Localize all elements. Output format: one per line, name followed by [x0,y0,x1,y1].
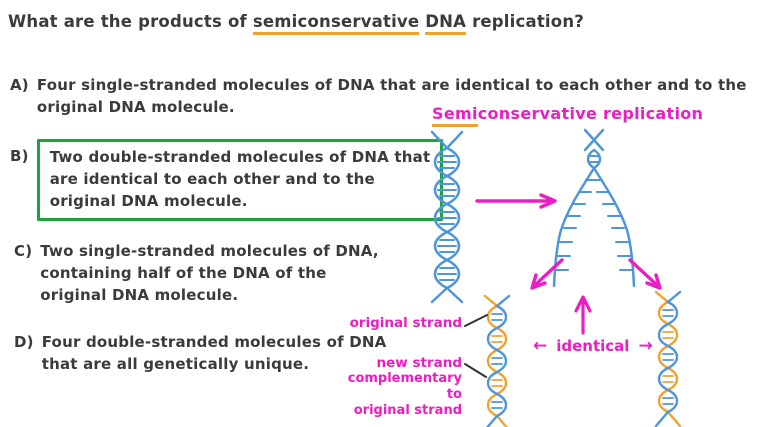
question-part1: What are the products of [8,12,253,31]
rungs-blue [491,313,503,409]
pointer-line-new-strand [464,363,487,378]
underlined-term-semiconservative: semiconservative [252,12,420,35]
option-c-line3: original DNA molecule. [40,286,239,304]
option-a-line2: original DNA molecule. [36,98,235,116]
option-b-correct-answer-box: Two double-stranded molecules of DNA tha… [36,139,444,221]
rungs-orange [662,331,674,383]
option-a-text: Four single-stranded molecules of DNA th… [37,74,747,118]
fork-top-cross [583,128,605,152]
diagram-title: Semiconservative replication [432,104,704,127]
new-strand-label: new strand complementary to original str… [336,355,462,419]
underlined-term-dna: DNA [425,12,467,35]
helix-strand-1 [430,130,464,304]
new-strand-orange [483,294,509,427]
rungs-blue [662,309,674,405]
pointer-line-original-strand [464,314,488,327]
question-text: What are the products of semiconservativ… [8,12,585,35]
fork-twist-rungs [588,155,600,163]
arrow-left-icon: ← [533,336,548,356]
option-c-line2: containing half of the DNA of the [40,264,327,282]
option-a[interactable]: A) Four single-stranded molecules of DNA… [10,74,747,118]
fork-right-ticks [589,179,633,271]
identical-annotation: ← identical → [533,336,653,356]
original-strand-blue [485,294,511,427]
option-d[interactable]: D) Four double-stranded molecules of DNA… [14,331,386,375]
new-strand-label-line3: original strand [353,403,462,418]
question-part3: replication? [466,12,585,31]
original-strand-label: original strand [349,315,462,331]
option-b-label: B) [10,147,29,165]
option-a-line1: Four single-stranded molecules of DNA th… [36,76,747,94]
helix-strand-2 [430,130,464,304]
arrow-right-icon: → [638,336,653,356]
option-d-line1: Four double-stranded molecules of DNA [41,333,387,351]
original-strand-blue [654,290,682,427]
new-strand-label-line1: new strand [376,355,462,371]
option-c-label: C) [14,242,33,260]
fork-twist [586,148,602,170]
arrow-down-right-icon [628,258,662,290]
option-d-label: D) [14,333,34,351]
option-b[interactable]: B) Two double-stranded molecules of DNA … [10,139,444,221]
diagram-title-rest: conservative replication [477,104,704,123]
option-b-line1: Two double-stranded molecules of DNA tha… [49,148,431,166]
option-a-label: A) [10,76,29,94]
arrow-right-icon [475,193,557,209]
arrow-up-icon [574,295,592,335]
identical-label: identical [556,337,630,355]
new-strand-orange [654,290,682,427]
replication-fork [552,128,636,288]
option-c-text: Two single-stranded molecules of DNA, co… [40,240,379,306]
option-d-line2: that are all genetically unique. [41,355,310,373]
helix-base-rungs [437,155,457,281]
option-d-text: Four double-stranded molecules of DNA th… [42,331,387,375]
fork-right-branch [592,166,636,288]
rungs-orange [491,335,503,387]
new-strand-label-line2: complementary to [347,371,462,402]
option-c[interactable]: C) Two single-stranded molecules of DNA,… [14,240,379,306]
option-b-line3: original DNA molecule. [49,192,248,210]
arrow-down-left-icon [530,258,564,290]
daughter-dna-right [654,290,682,427]
daughter-dna-left [483,294,511,427]
original-dna-helix [430,130,464,304]
option-c-line1: Two single-stranded molecules of DNA, [40,242,379,260]
diagram-title-underlined: Semi [432,104,478,127]
option-b-line2: are identical to each other and to the [49,170,375,188]
